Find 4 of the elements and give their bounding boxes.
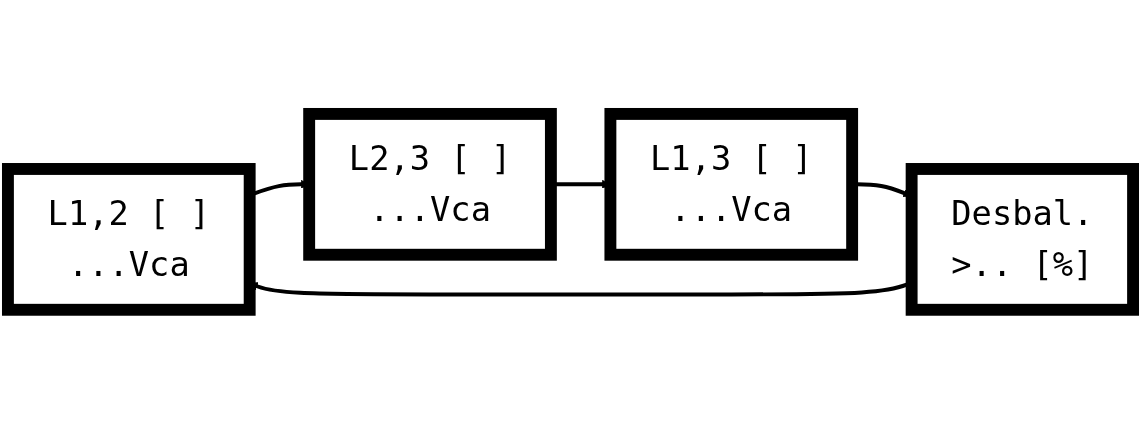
node-box: L1,3 [ ] ...Vca bbox=[604, 107, 859, 261]
node-box: L1,2 [ ] ...Vca bbox=[2, 162, 256, 316]
node-box: Desbal. >.. [%] bbox=[905, 162, 1139, 316]
node-box: L2,3 [ ] ...Vca bbox=[303, 107, 557, 261]
